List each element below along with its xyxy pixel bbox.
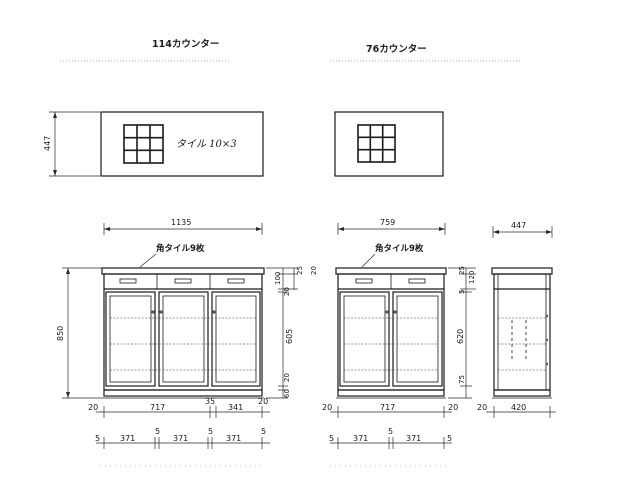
width-dimension-114: 1135 xyxy=(103,218,263,235)
dim-76-b1-717: 717 xyxy=(380,403,395,412)
dim-76-5: 5 xyxy=(458,290,466,294)
vertical-dims-114: 25 20 100 20 605 20 60 xyxy=(266,266,318,399)
dim-114-b1-20b: 20 xyxy=(258,397,268,406)
top-view-76 xyxy=(334,111,444,177)
top-view-114 xyxy=(100,111,264,177)
bottom-dims-76-row2: 5 371 5 371 5 xyxy=(329,427,452,449)
dim-114-b1-341: 341 xyxy=(228,403,243,412)
dim-side-20: 20 xyxy=(477,403,487,412)
dim-76-b2-371b: 371 xyxy=(406,434,421,443)
dim-114-b2-371a: 371 xyxy=(120,434,135,443)
width-114-label: 1135 xyxy=(171,218,191,227)
dim-114-b1-20a: 20 xyxy=(88,403,98,412)
dim-114-20b: 20 xyxy=(283,287,291,296)
tile-grid-76 xyxy=(357,124,396,163)
bottom-dims-114-row2: 5 371 5 371 5 371 5 xyxy=(95,427,270,449)
dim-114-20c: 20 xyxy=(283,373,291,382)
dim-114-b2-371c: 371 xyxy=(226,434,241,443)
side-depth-label: 447 xyxy=(511,221,526,230)
vertical-dims-76: 25 5 120 620 75 xyxy=(448,266,476,399)
width-76-label: 759 xyxy=(380,218,395,227)
dim-114-605: 605 xyxy=(285,329,294,344)
front-view-114 xyxy=(101,267,265,399)
top-depth-dimension: 447 xyxy=(43,111,100,177)
dim-114-25: 25 xyxy=(296,266,304,275)
dim-76-b1-20a: 20 xyxy=(322,403,332,412)
dim-114-60: 60 xyxy=(283,389,291,398)
dim-114-20a: 20 xyxy=(310,266,318,275)
dim-76-b2-371a: 371 xyxy=(353,434,368,443)
dim-side-420: 420 xyxy=(511,403,526,412)
title-76-counter: 76カウンター xyxy=(366,43,427,55)
dim-114-100: 100 xyxy=(274,272,282,285)
dim-76-75: 75 xyxy=(458,375,466,384)
height-dimension: 850 xyxy=(56,267,102,399)
bottom-dims-side: 20 420 xyxy=(477,403,556,418)
dim-114-b2-5d: 5 xyxy=(261,427,266,436)
dim-114-b2-5b: 5 xyxy=(155,427,160,436)
top-depth-label: 447 xyxy=(43,136,52,151)
dim-114-b2-371b: 371 xyxy=(173,434,188,443)
tile-grid-114 xyxy=(123,124,164,164)
dim-76-25: 25 xyxy=(458,266,466,275)
dim-114-b1-35: 35 xyxy=(205,397,215,406)
bottom-dims-76-row1: 20 717 20 xyxy=(322,403,458,418)
dim-114-b2-5c: 5 xyxy=(208,427,213,436)
dim-76-b2-5c: 5 xyxy=(447,434,452,443)
front-view-76 xyxy=(335,267,447,399)
title-114-counter: 114カウンター xyxy=(152,38,219,50)
dim-76-120: 120 xyxy=(468,271,476,284)
dim-114-b1-717: 717 xyxy=(150,403,165,412)
height-label: 850 xyxy=(56,326,65,341)
side-depth-dimension: 447 xyxy=(492,221,553,238)
tile-note-76: 角タイル9枚 xyxy=(375,243,424,254)
dim-76-620: 620 xyxy=(456,329,465,344)
dim-76-b1-20b: 20 xyxy=(448,403,458,412)
dim-76-b2-5b: 5 xyxy=(388,427,393,436)
side-view xyxy=(491,267,553,399)
dim-114-b2-5a: 5 xyxy=(95,434,100,443)
handwritten-tile-note: タイル 10×3 xyxy=(176,138,237,150)
dim-76-b2-5a: 5 xyxy=(329,434,334,443)
tile-note-114: 角タイル9枚 xyxy=(156,243,205,254)
width-dimension-76: 759 xyxy=(337,218,446,235)
bottom-dims-114-row1: 20 717 35 341 20 xyxy=(88,397,270,418)
